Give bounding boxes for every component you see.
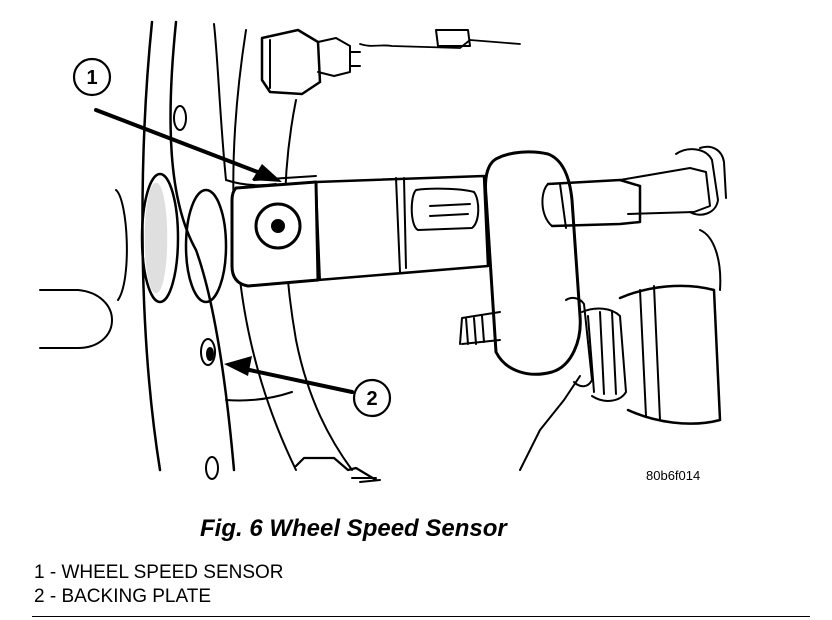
callout-circle-2 — [352, 378, 392, 418]
bottom-rule — [32, 616, 810, 617]
wheel-speed-sensor — [230, 174, 490, 288]
top-bolt — [260, 28, 521, 96]
legend: 1 - WHEEL SPEED SENSOR 2 - BACKING PLATE — [34, 561, 284, 609]
figure-caption: Fig. 6 Wheel Speed Sensor — [200, 515, 507, 542]
backing-plate — [141, 20, 353, 480]
wheel-speed-sensor-illustration: 1 2 — [39, 20, 727, 483]
callout-arrow-1 — [94, 108, 282, 182]
wheel-stud — [39, 289, 113, 349]
bottom-bracket — [294, 456, 381, 483]
hub-holes — [115, 172, 228, 304]
legend-item-1: 1 - WHEEL SPEED SENSOR — [34, 562, 284, 583]
figure-code: 80b6f014 — [646, 468, 701, 483]
callout-number-2: 2 — [366, 388, 377, 410]
callout-arrow-2 — [224, 356, 354, 394]
callout-number-1: 1 — [86, 67, 97, 89]
nut-assembly — [519, 229, 722, 471]
removal-tool — [459, 145, 727, 376]
callout-circle-1 — [72, 57, 112, 97]
legend-item-2: 2 - BACKING PLATE — [34, 586, 212, 607]
